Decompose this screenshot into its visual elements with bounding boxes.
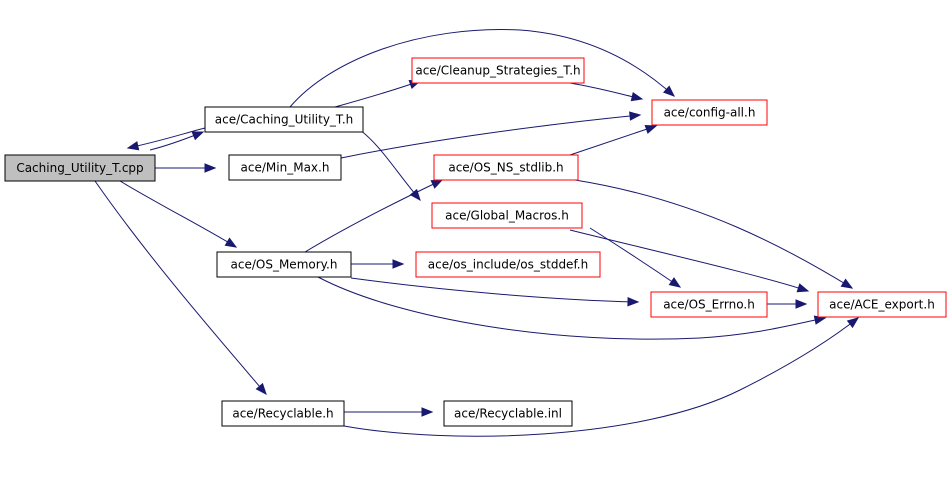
node-box: [4, 154, 156, 182]
node-label: ace/Recyclable.h: [232, 407, 333, 421]
edge-arrowhead: [409, 188, 421, 202]
edge-errno-to-export: [767, 299, 808, 309]
edge-arrowhead: [840, 278, 854, 289]
edge-line: [569, 82, 643, 100]
node-box: [204, 106, 364, 133]
edge-line: [119, 180, 237, 248]
node-box: [817, 291, 947, 318]
node-osmem[interactable]: ace/OS_Memory.h: [216, 251, 352, 278]
node-recyc[interactable]: ace/Recyclable.h: [221, 400, 345, 427]
edge-line: [334, 80, 421, 108]
node-cleanup[interactable]: ace/Cleanup_Strategies_T.h: [411, 57, 585, 84]
node-box: [650, 291, 768, 318]
edge-line: [569, 125, 657, 156]
node-caching_h[interactable]: ace/Caching_Utility_T.h: [204, 106, 364, 133]
edge-root-to-minmax: [155, 163, 217, 173]
edge-root-to-recyc: [94, 180, 267, 396]
edge-osns-to-export: [574, 179, 854, 289]
node-box: [651, 99, 768, 126]
node-label: Caching_Utility_T.cpp: [16, 161, 143, 175]
edge-osmem-to-osns: [304, 179, 444, 253]
edge-line: [569, 229, 809, 292]
edge-arrowhead: [204, 163, 217, 173]
edge-arrowhead: [224, 237, 238, 248]
edge-arrowhead: [191, 131, 205, 141]
edge-arrowhead: [255, 382, 267, 396]
edge-line: [317, 276, 826, 340]
edge-line: [304, 179, 443, 253]
edge-arrowhead: [668, 277, 682, 288]
node-config[interactable]: ace/config-all.h: [651, 99, 768, 126]
edge-line: [343, 317, 859, 437]
edges-layer: [94, 29, 860, 437]
edge-line: [350, 277, 639, 303]
node-box: [216, 251, 352, 278]
node-label: ace/Cleanup_Strategies_T.h: [415, 64, 580, 78]
node-box: [431, 202, 583, 229]
edge-cleanup-to-config: [569, 82, 644, 102]
edge-recyc-to-recycinl: [344, 407, 434, 417]
node-box: [228, 154, 342, 181]
node-root: Caching_Utility_T.cpp: [4, 154, 156, 182]
edge-arrowhead: [629, 111, 642, 121]
node-minmax[interactable]: ace/Min_Max.h: [228, 154, 342, 181]
edge-arrowhead: [430, 179, 444, 189]
edge-arrowhead: [644, 124, 658, 134]
node-label: ace/Min_Max.h: [241, 161, 330, 175]
node-osns[interactable]: ace/OS_NS_stdlib.h: [433, 154, 579, 181]
edge-caching_h-to-root: [126, 127, 206, 151]
edge-osmem-to-errno: [350, 277, 640, 307]
node-label: ace/OS_Memory.h: [231, 258, 338, 272]
nodes-layer: Caching_Utility_T.cpp ace/Caching_Utility…: [4, 57, 947, 427]
edge-caching_h-to-global: [359, 129, 421, 202]
node-box: [443, 400, 573, 427]
node-recycinl[interactable]: ace/Recyclable.inl: [443, 400, 573, 427]
node-export[interactable]: ace/ACE_export.h: [817, 291, 947, 318]
node-label: ace/ACE_export.h: [829, 298, 935, 312]
edge-line: [289, 29, 675, 108]
node-label: ace/os_include/os_stddef.h: [428, 258, 588, 272]
edge-arrowhead: [663, 85, 676, 97]
edge-arrowhead: [421, 407, 434, 417]
node-errno[interactable]: ace/OS_Errno.h: [650, 291, 768, 318]
edge-arrowhead: [796, 283, 810, 293]
edge-minmax-to-config: [340, 111, 642, 159]
edge-arrowhead: [630, 92, 644, 102]
node-label: ace/OS_Errno.h: [663, 298, 755, 312]
node-label: ace/Global_Macros.h: [445, 209, 569, 223]
edge-arrowhead: [627, 297, 640, 307]
edge-line: [589, 227, 681, 288]
edge-root-to-caching_h: [149, 131, 205, 151]
edge-recyc-to-export: [343, 317, 860, 437]
node-box: [221, 400, 345, 427]
node-label: ace/OS_NS_stdlib.h: [448, 161, 563, 175]
edge-arrowhead: [846, 317, 860, 329]
node-label: ace/config-all.h: [664, 106, 756, 120]
edge-arrowhead: [795, 299, 808, 309]
edge-line: [359, 129, 421, 201]
edge-arrowhead: [126, 141, 140, 151]
edge-root-to-osmem: [119, 180, 238, 248]
edge-line: [340, 114, 641, 159]
edge-caching_h-to-config: [289, 29, 676, 108]
edge-caching_h-to-cleanup: [334, 80, 422, 108]
edge-global-to-export: [569, 229, 810, 293]
node-box: [433, 154, 579, 181]
node-label: ace/Caching_Utility_T.h: [215, 113, 354, 127]
edge-line: [574, 179, 853, 289]
edge-osmem-to-stddef: [351, 259, 405, 269]
node-box: [415, 251, 601, 278]
node-global[interactable]: ace/Global_Macros.h: [431, 202, 583, 229]
node-box: [411, 57, 585, 84]
edge-line: [94, 180, 267, 395]
edge-arrowhead: [392, 259, 405, 269]
edge-osns-to-config: [569, 124, 658, 156]
edge-global-to-errno: [589, 227, 682, 288]
node-stddef[interactable]: ace/os_include/os_stddef.h: [415, 251, 601, 278]
node-label: ace/Recyclable.inl: [454, 407, 562, 421]
